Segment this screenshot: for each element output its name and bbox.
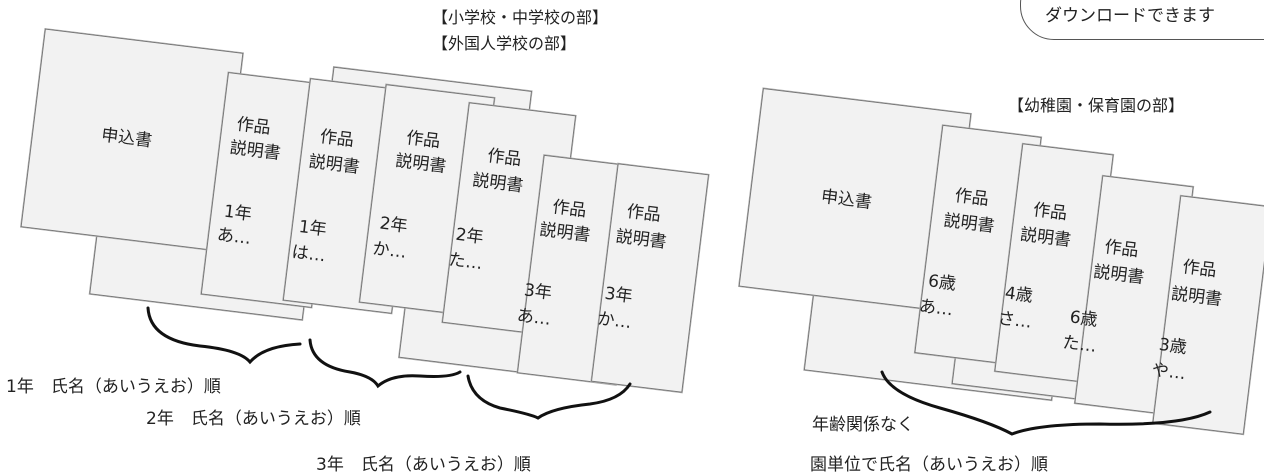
left-group-title-1: 【小学校・中学校の部】 bbox=[432, 8, 609, 27]
download-badge-text: ダウンロードできます bbox=[1045, 6, 1215, 26]
left-group-title-2: 【外国人学校の部】 bbox=[432, 34, 577, 53]
brace-grade-3 bbox=[466, 374, 632, 420]
download-badge[interactable]: ダウンロードできます bbox=[1020, 0, 1264, 40]
brace-grade-1 bbox=[146, 306, 302, 365]
right-order-label-line1: 年齢関係なく bbox=[812, 415, 914, 435]
order-label-grade-1: 1年 氏名（あいうえお）順 bbox=[6, 377, 221, 397]
order-label-grade-3: 3年 氏名（あいうえお）順 bbox=[316, 455, 531, 475]
brace-grade-2 bbox=[308, 338, 462, 389]
right-group-title: 【幼稚園・保育園の部】 bbox=[1008, 96, 1185, 115]
brace-kindergarten bbox=[880, 370, 1212, 436]
right-order-label-line2: 園単位で氏名（あいうえお）順 bbox=[810, 455, 1048, 475]
order-label-grade-2: 2年 氏名（あいうえお）順 bbox=[146, 409, 361, 429]
